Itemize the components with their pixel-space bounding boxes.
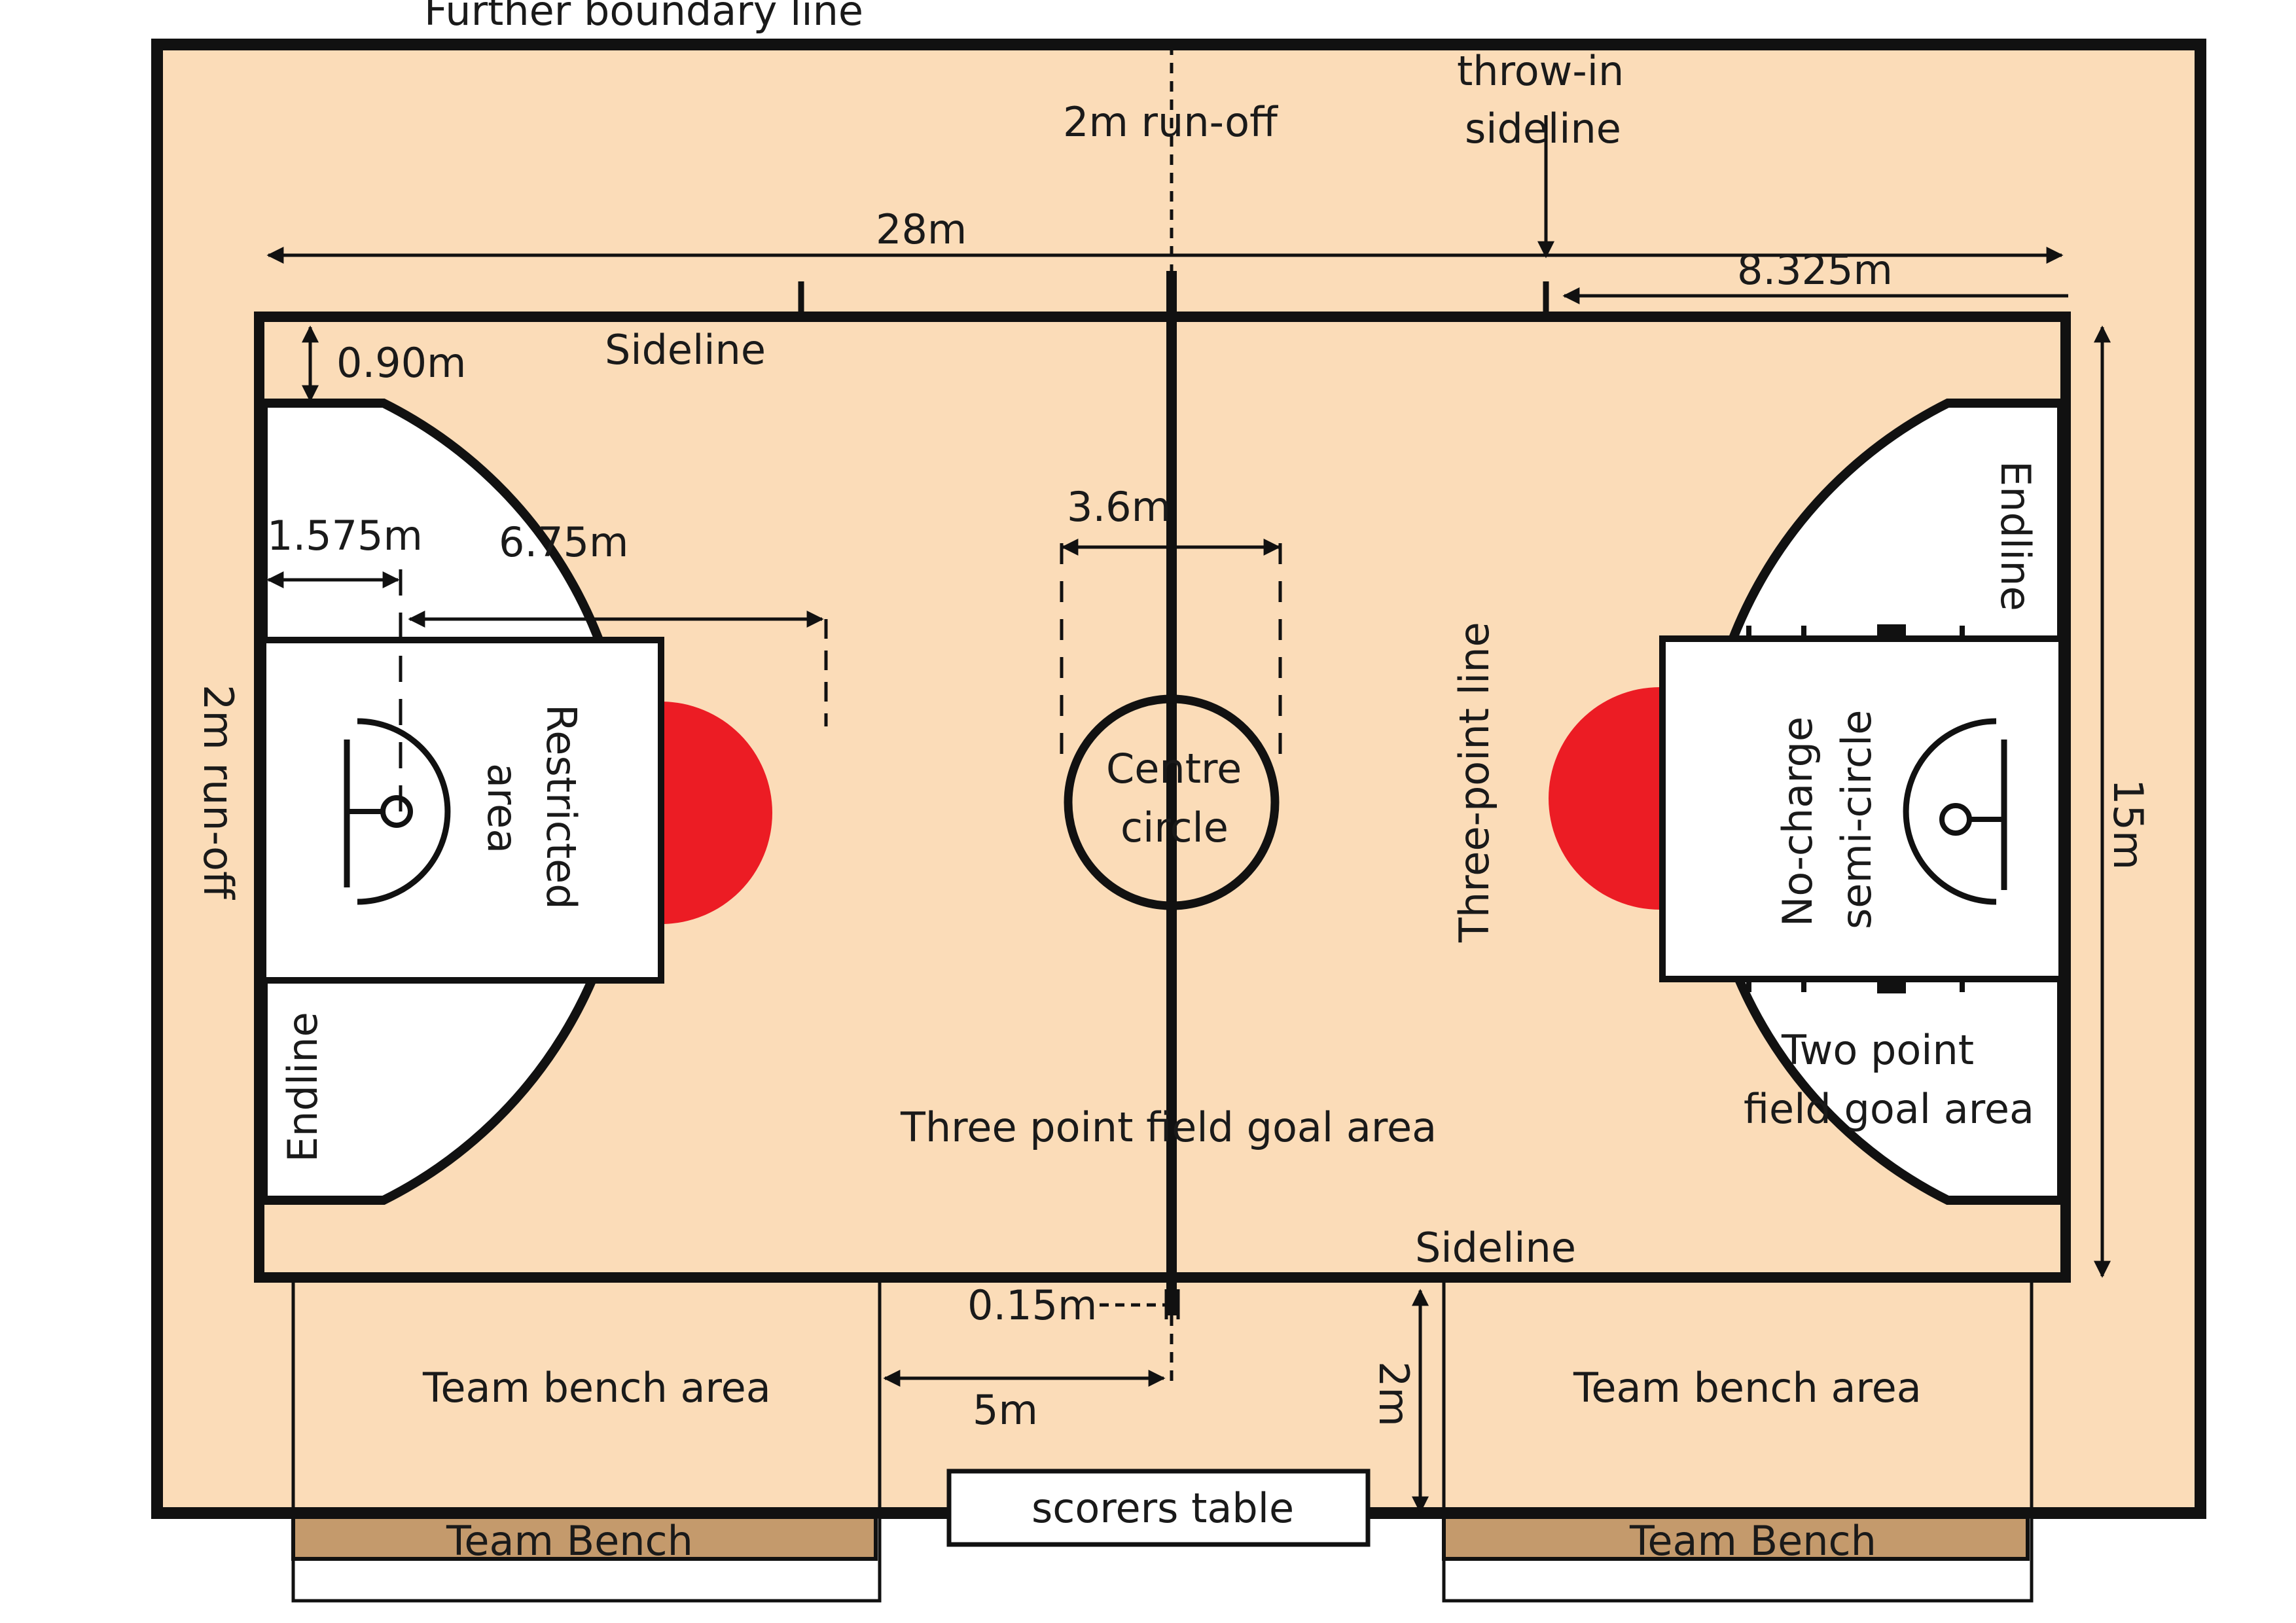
no-charge-semicircle-left: [661, 702, 772, 924]
label-sideline-offset: 0.90m: [336, 339, 466, 387]
label-width: 15m: [2104, 779, 2152, 870]
no-charge-arc-right: [1903, 718, 1997, 905]
label-centre-circle-2: circle: [1121, 804, 1229, 851]
label-three-point-line: Three-point line: [1450, 622, 1498, 943]
label-two-point-area-2: field goal area: [1744, 1085, 2034, 1133]
label-restricted-area-2: area: [478, 763, 526, 853]
basket-left: [380, 795, 413, 828]
restricted-area-right: [1659, 635, 2065, 982]
label-scorers-table: scorers table: [1031, 1484, 1294, 1532]
lane-block-right-bottom: [1877, 978, 1906, 993]
label-team-bench-right: Team Bench: [1629, 1517, 1876, 1565]
label-centre-diameter: 3.6m: [1067, 483, 1171, 531]
label-no-charge-1: No-charge: [1774, 717, 1821, 927]
team-bench-left: [291, 1515, 878, 1561]
team-bench-right: [1442, 1515, 2030, 1561]
label-length: 28m: [876, 205, 967, 253]
label-bench-run-off: 2m: [1370, 1361, 1418, 1427]
label-three-point-area: Three point field goal area: [900, 1103, 1437, 1151]
court-boundary: [254, 312, 2071, 1283]
label-centre-circle-1: Centre: [1106, 745, 1242, 793]
centre-circle: [1064, 694, 1280, 910]
label-further-boundary-line: Further boundary line: [424, 0, 863, 35]
label-team-bench-area-left: Team bench area: [422, 1364, 771, 1412]
label-throw-in-distance: 8.325m: [1737, 246, 1893, 294]
label-run-off-top: 2m run-off: [1063, 98, 1278, 146]
label-endline-right: Endline: [1992, 461, 2039, 611]
label-two-point-area-1: Two point: [1781, 1026, 1974, 1074]
restricted-area-left: [260, 637, 664, 984]
scorers-table: [946, 1469, 1371, 1547]
no-charge-semicircle-right: [1549, 687, 1660, 910]
label-throw-in-2: sideline: [1465, 105, 1621, 152]
label-endline-left: Endline: [279, 1012, 327, 1162]
label-team-bench-left: Team Bench: [446, 1517, 693, 1565]
label-team-bench-area-right: Team bench area: [1573, 1364, 1922, 1412]
label-throw-in-1: throw-in: [1457, 47, 1624, 95]
basket-right: [1939, 803, 1972, 836]
label-basket-distance: 1.575m: [267, 512, 423, 560]
label-sideline-top: Sideline: [605, 326, 766, 374]
label-sideline-bottom: Sideline: [1415, 1224, 1576, 1272]
lane-block-right-top: [1877, 624, 1906, 640]
label-three-point-radius: 6.75m: [499, 518, 628, 566]
lane-markings-right: [1746, 626, 1965, 992]
label-restricted-area-1: Restricted: [537, 704, 585, 910]
label-centre-line-width: 0.15m: [967, 1281, 1097, 1329]
label-run-off-left: 2m run-off: [194, 685, 242, 900]
label-bench-distance: 5m: [973, 1386, 1038, 1434]
label-no-charge-2: semi-circle: [1833, 710, 1880, 929]
no-charge-arc-left: [357, 718, 451, 905]
